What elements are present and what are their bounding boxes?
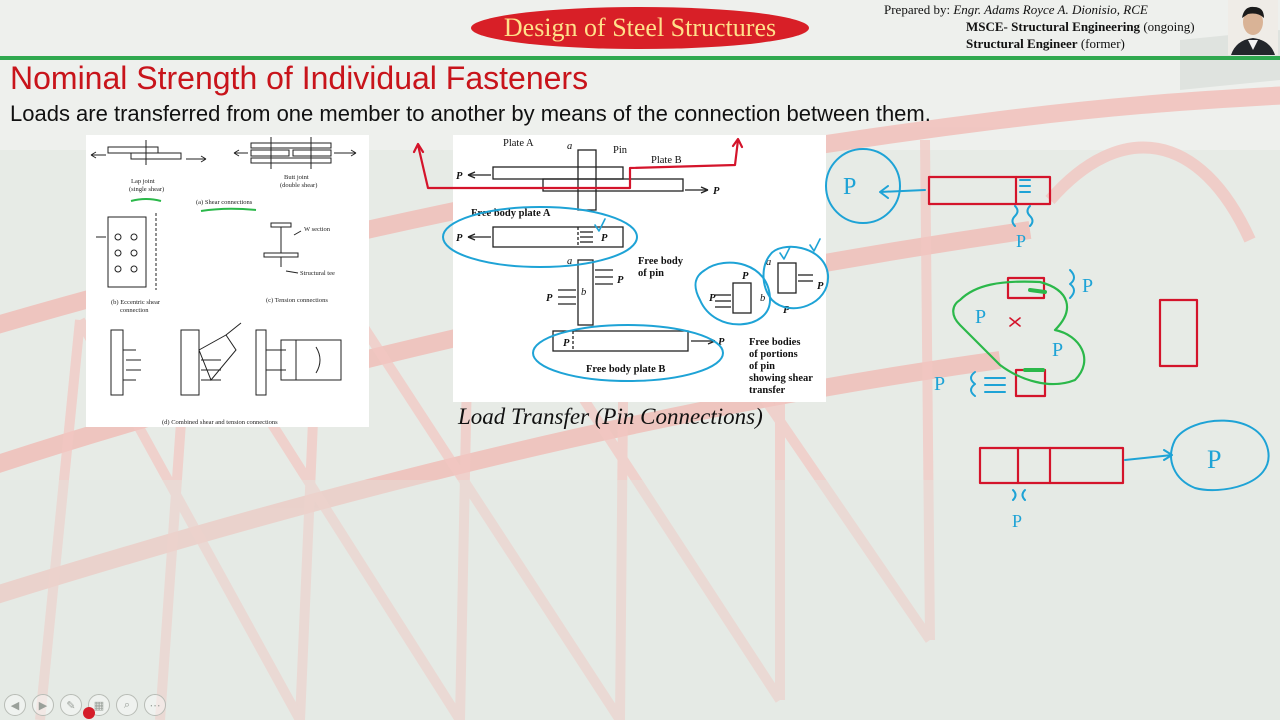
load-p-2: P	[713, 186, 720, 197]
free-body-plate-b-label: Free body plate B	[586, 364, 665, 375]
load-p-5: P	[617, 275, 624, 286]
author-name: Engr. Adams Royce A. Dionisio, RCE	[953, 2, 1148, 17]
load-p-4: P	[601, 233, 608, 244]
pin-load-transfer-figure: Plate A a Pin Plate B P P Free body plat…	[453, 135, 826, 402]
course-title-text: Design of Steel Structures	[503, 13, 777, 42]
pin-label: Pin	[613, 145, 628, 156]
degree-line: MSCE- Structural Engineering (ongoing)	[966, 19, 1195, 35]
label-a-3: a	[766, 257, 771, 268]
figure-caption: Load Transfer (Pin Connections)	[458, 404, 763, 429]
portions-label-4: showing shear	[749, 373, 813, 384]
lap-joint-label: Lap joint	[131, 178, 155, 185]
prepared-label: Prepared by:	[884, 2, 951, 17]
combined-connections-label: (d) Combined shear and tension connectio…	[162, 419, 278, 426]
laser-pointer-cursor	[83, 707, 95, 719]
label-b: b	[581, 287, 586, 298]
degree-note: (ongoing)	[1143, 19, 1195, 34]
portions-label-1: Free bodies	[749, 337, 800, 348]
free-body-plate-a-label: Free body plate A	[471, 208, 551, 219]
load-p-11: P	[817, 281, 824, 292]
title-divider	[0, 56, 1280, 60]
load-p-7: P	[563, 338, 570, 349]
plate-b-label: Plate B	[651, 155, 682, 166]
plate-a-label: Plate A	[503, 138, 534, 149]
role-note: (former)	[1080, 36, 1125, 51]
portions-label-5: transfer	[749, 385, 785, 396]
course-title-badge: Design of Steel Structures	[471, 7, 809, 49]
free-body-pin-label-1: Free body	[638, 256, 684, 267]
label-a-2: a	[567, 256, 572, 267]
portions-label-3: of pin	[749, 361, 775, 372]
load-p-8: P	[718, 337, 725, 348]
slideshow-toolbar: ◀ ▶ ✎ ▦ ⌕ ⋯	[4, 694, 166, 716]
portions-label-2: of portions	[749, 349, 798, 360]
zoom-icon[interactable]: ⌕	[116, 694, 138, 716]
eccentric-shear-label: (b) Eccentric shear	[111, 299, 161, 306]
label-b-2: b	[760, 293, 765, 304]
connection-types-figure: Lap joint (single shear) Butt joint (dou…	[86, 135, 369, 427]
load-p-6: P	[546, 293, 553, 304]
slide-title: Nominal Strength of Individual Fasteners	[10, 60, 589, 96]
load-p-10: P	[709, 293, 716, 304]
load-p-12: P	[783, 305, 790, 316]
structural-tee-label: Structural tee	[300, 270, 335, 277]
role-title: Structural Engineer	[966, 36, 1078, 51]
more-icon[interactable]: ⋯	[144, 694, 166, 716]
free-body-pin-label-2: of pin	[638, 268, 664, 279]
degree-title: MSCE- Structural Engineering	[966, 19, 1141, 34]
eccentric-connection-label: connection	[120, 307, 149, 314]
pen-icon[interactable]: ✎	[60, 694, 82, 716]
prev-icon[interactable]: ◀	[4, 694, 26, 716]
role-line: Structural Engineer (former)	[966, 36, 1125, 52]
next-icon[interactable]: ▶	[32, 694, 54, 716]
double-shear-label: (double shear)	[280, 182, 317, 189]
shear-connections-label: (a) Shear connections	[196, 199, 253, 206]
single-shear-label: (single shear)	[129, 186, 164, 193]
load-p-3: P	[456, 233, 463, 244]
load-p-1: P	[456, 171, 463, 182]
load-p-9: P	[742, 271, 749, 282]
slide-subtitle: Loads are transferred from one member to…	[10, 101, 931, 126]
butt-joint-label: Butt joint	[284, 174, 309, 181]
prepared-by-line: Prepared by: Engr. Adams Royce A. Dionis…	[884, 2, 1148, 18]
presenter-avatar	[1228, 0, 1278, 55]
tension-connections-label: (c) Tension connections	[266, 297, 328, 304]
label-a: a	[567, 141, 572, 152]
w-section-label: W section	[304, 226, 331, 233]
